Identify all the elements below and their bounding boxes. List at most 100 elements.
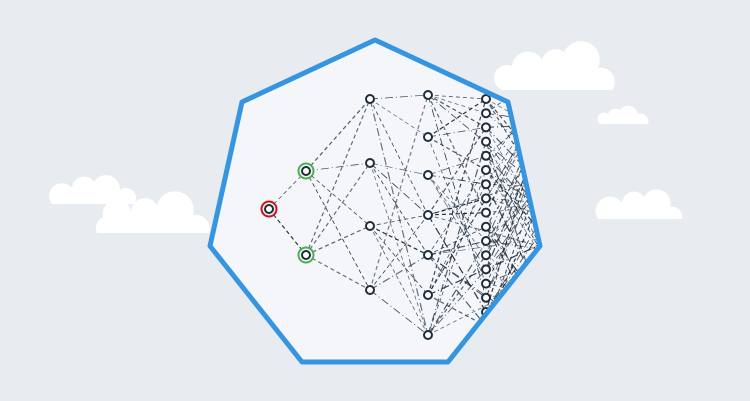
graph-edge	[369, 162, 429, 176]
cloud-icon	[494, 41, 615, 90]
graph-node	[423, 132, 433, 142]
graph-edge	[485, 127, 540, 253]
graph-edge	[427, 127, 487, 138]
graph-edge	[369, 289, 429, 336]
graph-edge	[369, 254, 429, 291]
graph-edge	[427, 169, 487, 336]
graph-edge	[427, 174, 487, 270]
graph-edge	[369, 225, 429, 296]
graph-node	[365, 221, 375, 231]
graph-edge	[427, 98, 487, 296]
graph-nodes	[260, 90, 491, 340]
graph-edge	[268, 170, 307, 210]
graph-node	[481, 193, 491, 204]
graph-edge	[485, 198, 540, 205]
graph-node	[481, 207, 491, 218]
graph-edge	[427, 94, 487, 114]
graph-edge	[427, 127, 487, 216]
graph-edge	[485, 183, 540, 189]
graph-edge	[485, 107, 540, 228]
graph-edge	[427, 123, 540, 336]
graph-node	[423, 210, 433, 220]
graph-node	[481, 108, 491, 119]
graph-edge	[427, 254, 487, 299]
graph-edge	[305, 225, 371, 256]
graph-edge	[369, 225, 429, 256]
graph-edge	[427, 94, 487, 298]
graph-edge	[485, 171, 540, 242]
graph-node	[365, 158, 375, 168]
graph-edge	[427, 136, 487, 284]
graph-node	[481, 292, 491, 303]
graph-edge	[305, 170, 371, 291]
graph-edge	[369, 162, 429, 216]
graph-node	[423, 330, 433, 340]
graph-edge	[485, 155, 540, 285]
graph-edge	[369, 98, 429, 138]
graph-edge	[369, 98, 429, 216]
graph-edge	[485, 123, 540, 327]
graph-node	[423, 290, 433, 300]
cloud-icon	[597, 105, 649, 124]
graph-edge	[305, 170, 371, 227]
graph-edge	[369, 94, 429, 100]
graph-edge	[485, 198, 540, 221]
graph-edge	[427, 254, 487, 327]
graph-node	[481, 264, 491, 275]
graph-node	[481, 236, 491, 246]
graph-edge	[485, 126, 540, 205]
root-node	[264, 204, 274, 214]
graph-node	[481, 278, 491, 289]
graph-node	[481, 122, 491, 133]
graph-edge	[485, 59, 540, 313]
clouds	[49, 41, 683, 233]
graph-node	[481, 179, 491, 190]
graph-edge	[427, 98, 487, 138]
graph-edge	[427, 155, 487, 176]
cloud-icon	[49, 175, 137, 204]
graph-edge	[485, 325, 540, 349]
graph-edge	[305, 98, 371, 256]
graph-node	[423, 90, 433, 100]
graph-node	[481, 94, 491, 104]
graph-edge	[305, 162, 371, 256]
graph-edge	[485, 203, 540, 313]
graph-edge	[427, 212, 487, 216]
graph-edge	[485, 203, 540, 213]
graph-edge	[268, 208, 307, 256]
graph-edge	[369, 214, 429, 227]
graph-edge	[427, 267, 540, 336]
graph-edge	[485, 141, 540, 237]
graph-edge	[427, 141, 487, 336]
graph-edge	[305, 162, 371, 172]
graph-node	[423, 250, 433, 260]
graph-edge	[485, 155, 540, 237]
graph-node	[365, 94, 375, 104]
graph-edge	[485, 169, 540, 285]
graph-node	[481, 165, 491, 175]
cloud-icon	[95, 191, 210, 233]
graph-node	[365, 285, 375, 295]
child-node	[301, 166, 311, 176]
graph-edge	[427, 174, 487, 185]
graph-edge	[369, 214, 429, 291]
graph-edge	[427, 214, 487, 313]
graph-edge	[427, 94, 487, 100]
graph-edge	[485, 139, 540, 256]
graph-edge	[485, 155, 540, 270]
graph-edge	[485, 187, 540, 270]
graph-edge	[427, 197, 487, 216]
graph-edge	[427, 294, 487, 327]
graph-edge	[369, 94, 429, 291]
graph-node	[481, 321, 491, 332]
cloud-icon	[595, 189, 683, 219]
graph-edge	[369, 162, 429, 336]
graph-edge	[427, 174, 487, 242]
graph-edge	[427, 226, 487, 256]
graph-edge	[369, 98, 429, 336]
graph-node	[481, 250, 491, 261]
child-node	[301, 250, 311, 260]
graph-edge	[427, 240, 487, 256]
graph-edge	[485, 240, 540, 253]
